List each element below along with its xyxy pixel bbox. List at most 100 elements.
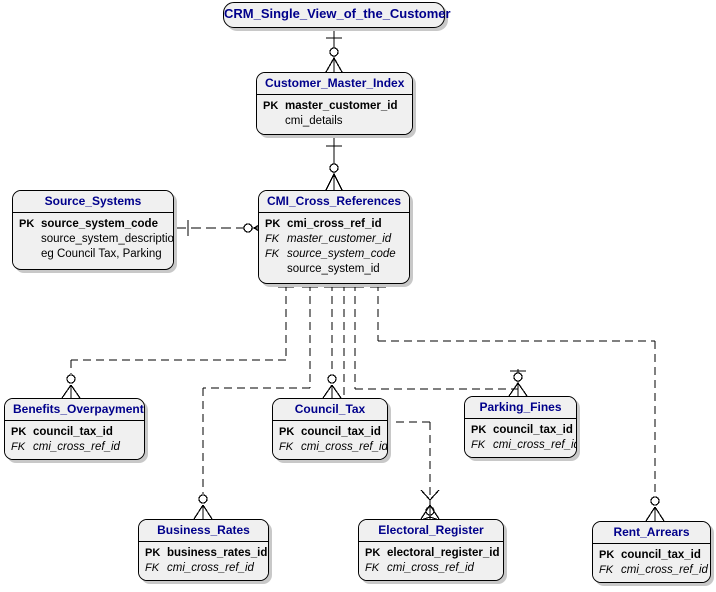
relationship-cmi-to-crossref xyxy=(325,135,343,191)
entity-attributes: PK council_tax_id FK cmi_cross_ref_id xyxy=(5,421,144,459)
entity-attributes: PK business_rates_id FK cmi_cross_ref_id xyxy=(139,542,268,580)
attribute-key: PK xyxy=(279,426,295,438)
relationship-crossref-to-business-rates xyxy=(202,283,311,494)
attribute-row: FK source_system_code xyxy=(265,247,403,262)
entity-title: Council_Tax xyxy=(273,399,387,421)
attribute-name: cmi_cross_ref_id xyxy=(387,562,474,574)
entity-title: Source_Systems xyxy=(13,191,173,213)
attribute-row: PK business_rates_id xyxy=(145,546,267,561)
attribute-name: cmi_cross_ref_id xyxy=(301,441,388,453)
crow-council-tax xyxy=(322,374,342,399)
attribute-name: council_tax_id xyxy=(301,426,381,438)
crow-benefits-overpayments xyxy=(61,374,81,399)
attribute-row: PK electoral_register_id xyxy=(365,546,500,561)
entity-title: Rent_Arrears xyxy=(593,522,710,544)
attribute-name: cmi_details xyxy=(285,115,343,127)
attribute-name: council_tax_id xyxy=(621,549,701,561)
entity-attributes: PK council_tax_id FK cmi_cross_ref_id xyxy=(273,421,387,459)
attribute-row: PK council_tax_id xyxy=(11,425,138,440)
entity-source-systems[interactable]: Source_Systems PK source_system_code sour… xyxy=(12,190,174,270)
attribute-name: eg Council Tax, Parking xyxy=(41,248,162,260)
entity-title: Parking_Fines xyxy=(465,397,576,419)
entity-title: Electoral_Register xyxy=(359,520,503,542)
relationship-source-systems-to-crossref xyxy=(176,220,267,236)
attribute-row: FK master_customer_id xyxy=(265,232,403,247)
attribute-name: cmi_cross_ref_id xyxy=(493,439,577,451)
attribute-row: PK master_customer_id xyxy=(263,99,406,114)
attribute-key: FK xyxy=(471,439,486,451)
entity-attributes: PK council_tax_id FK cmi_cross_ref_id xyxy=(465,419,576,457)
relationship-crossref-to-rent-arrears xyxy=(377,283,656,496)
attribute-name: cmi_cross_ref_id xyxy=(167,562,254,574)
attribute-key: PK xyxy=(145,547,161,559)
attribute-name: cmi_cross_ref_id xyxy=(33,441,120,453)
attribute-name: electoral_register_id xyxy=(387,547,500,559)
attribute-key: PK xyxy=(599,549,615,561)
attribute-name: council_tax_id xyxy=(33,426,113,438)
entity-title: CMI_Cross_References xyxy=(259,191,409,213)
attribute-name: source_system_code xyxy=(41,218,158,230)
entity-title: Customer_Master_Index xyxy=(257,73,412,95)
entity-title: Benefits_Overpayments xyxy=(5,399,144,421)
attribute-name: source_system_code xyxy=(287,248,396,260)
attribute-name: master_customer_id xyxy=(287,233,392,245)
crow-parking-fines xyxy=(508,370,528,397)
attribute-row: PK council_tax_id xyxy=(279,425,381,440)
relationship-root-to-customer-master-index xyxy=(325,28,343,73)
attribute-key: PK xyxy=(11,426,27,438)
attribute-name: source_system_description xyxy=(41,233,174,245)
attribute-row: source_system_id xyxy=(265,262,403,277)
attribute-name: cmi_cross_ref_id xyxy=(287,218,382,230)
entity-council-tax[interactable]: Council_Tax PK council_tax_id FK cmi_cross… xyxy=(272,398,388,460)
attribute-row: FK cmi_cross_ref_id xyxy=(145,561,262,576)
attribute-key: FK xyxy=(365,562,380,574)
attribute-row: FK cmi_cross_ref_id xyxy=(365,561,497,576)
entity-electoral-register[interactable]: Electoral_Register PK electoral_register_… xyxy=(358,519,504,581)
root-label: CRM_Single_View_of_the_Customer xyxy=(224,6,451,21)
attribute-row: cmi_details xyxy=(263,114,406,129)
attribute-name: source_system_id xyxy=(287,263,380,275)
attribute-row: PK source_system_code xyxy=(19,217,167,232)
attribute-key: FK xyxy=(599,564,614,576)
attribute-key: FK xyxy=(145,562,160,574)
attribute-name: council_tax_id xyxy=(493,424,573,436)
relationship-crossref-to-parking-fines xyxy=(354,283,519,390)
entity-business-rates[interactable]: Business_Rates PK business_rates_id FK cmi… xyxy=(138,519,269,581)
attribute-row: PK council_tax_id xyxy=(599,548,704,563)
attribute-row: source_system_description xyxy=(19,232,173,247)
crow-electoral-register xyxy=(420,489,440,521)
entity-attributes: PK electoral_register_id FK cmi_cross_ref_… xyxy=(359,542,503,580)
entity-crm-single-view-of-the-customer[interactable]: CRM_Single_View_of_the_Customer xyxy=(223,2,451,28)
attribute-key: FK xyxy=(279,441,294,453)
attribute-name: master_customer_id xyxy=(285,100,398,112)
crow-business-rates xyxy=(193,494,213,520)
attribute-key: PK xyxy=(365,547,381,559)
attribute-key: FK xyxy=(11,441,26,453)
attribute-key: PK xyxy=(471,424,487,436)
attribute-name: cmi_cross_ref_id xyxy=(621,564,708,576)
attribute-row: FK cmi_cross_ref_id xyxy=(599,563,708,578)
entity-rent-arrears[interactable]: Rent_Arrears PK council_tax_id FK cmi_cros… xyxy=(592,521,711,583)
attribute-key: FK xyxy=(265,233,280,245)
attribute-key: FK xyxy=(265,248,280,260)
entity-benefits-overpayments[interactable]: Benefits_Overpayments PK council_tax_id F… xyxy=(4,398,145,460)
attribute-row: eg Council Tax, Parking xyxy=(19,247,167,262)
entity-title: Business_Rates xyxy=(139,520,268,542)
attribute-row: PK cmi_cross_ref_id xyxy=(265,217,403,232)
entity-customer-master-index[interactable]: Customer_Master_Index PK master_customer_… xyxy=(256,72,413,135)
entity-parking-fines[interactable]: Parking_Fines PK council_tax_id FK cmi_cro… xyxy=(464,396,577,458)
crow-rent-arrears xyxy=(645,496,665,522)
attribute-row: FK cmi_cross_ref_id xyxy=(11,440,138,455)
attribute-row: FK cmi_cross_ref_id xyxy=(279,440,387,455)
attribute-key: PK xyxy=(19,218,35,230)
entity-attributes: PK source_system_code source_system_descr… xyxy=(13,213,173,267)
attribute-key: PK xyxy=(265,218,281,230)
attribute-row: FK cmi_cross_ref_id xyxy=(471,438,576,453)
attribute-key: PK xyxy=(263,100,279,112)
attribute-name: business_rates_id xyxy=(167,547,268,559)
relationship-crossref-to-electoral-register xyxy=(343,283,431,506)
